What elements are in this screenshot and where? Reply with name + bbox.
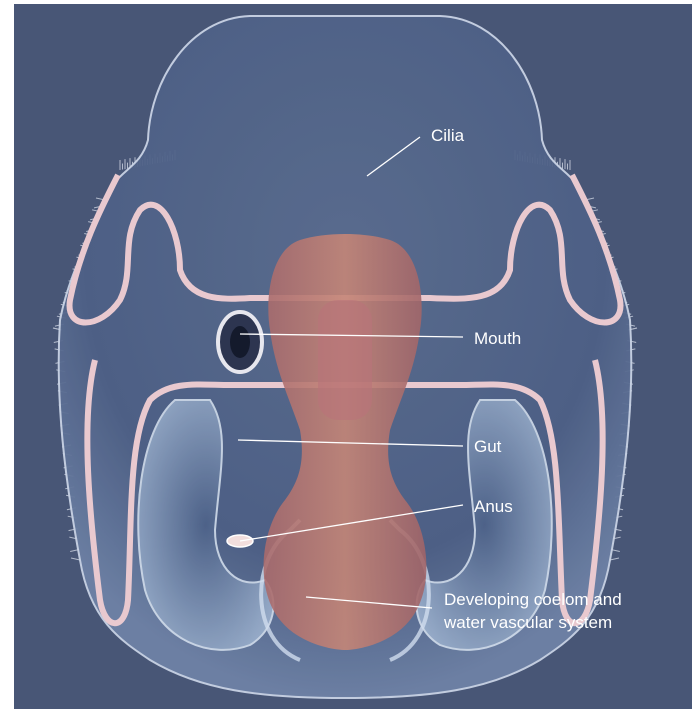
gut-label: Gut [474,437,502,456]
coelom-label-line2: water vascular system [443,613,612,632]
anus-label: Anus [474,497,513,516]
mouth-inner [230,326,250,358]
mouth-label: Mouth [474,329,521,348]
cilia-label: Cilia [431,126,465,145]
esophagus [318,300,372,420]
coelom-label-line1: Developing coelom and [444,590,622,609]
